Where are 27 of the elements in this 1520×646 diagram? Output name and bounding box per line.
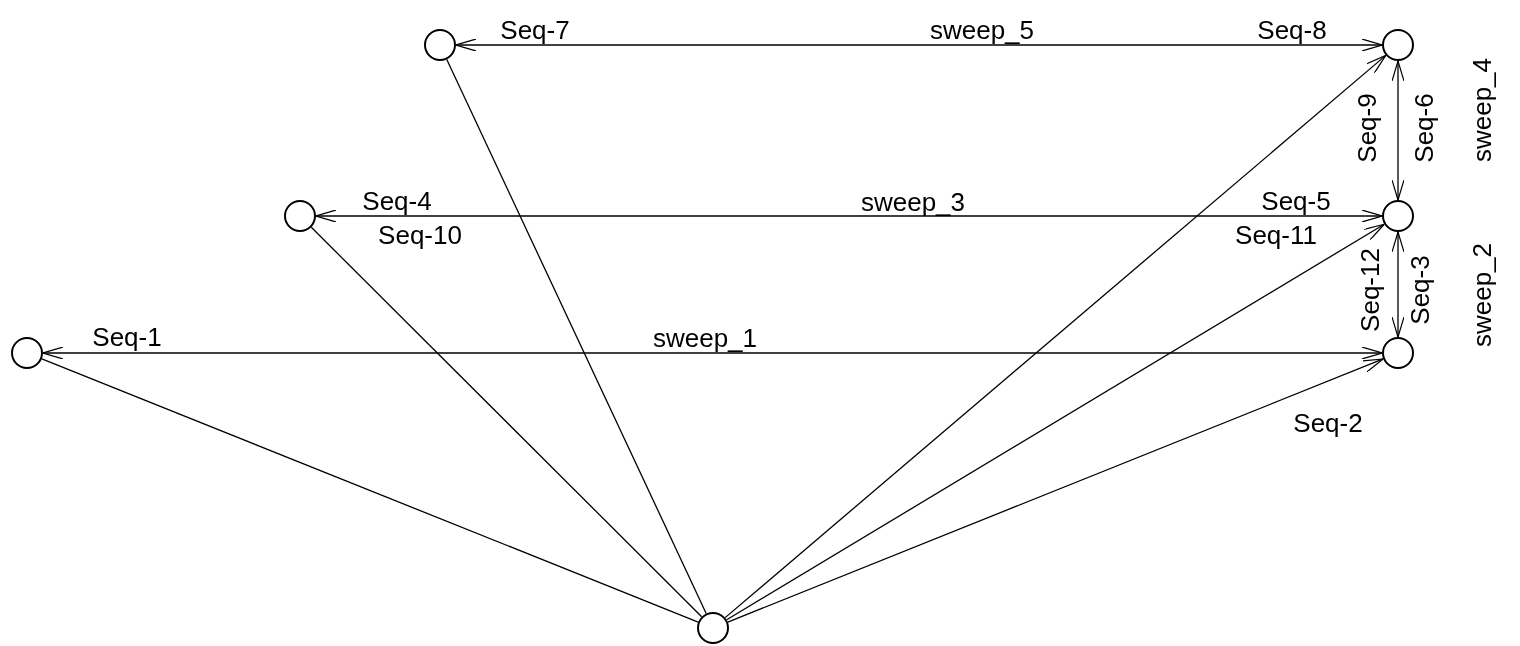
arrow: [455, 38, 1383, 52]
arrow: [1391, 231, 1405, 338]
sequence-label: Seq-6: [1411, 93, 1437, 163]
sequence-label: Seq-8: [1257, 17, 1327, 43]
node-circle: [1382, 337, 1414, 369]
sequence-label: Seq-3: [1407, 255, 1433, 325]
sequence-label: Seq-1: [92, 324, 162, 350]
sequence-label: Seq-12: [1357, 248, 1383, 332]
sequence-label: Seq-4: [362, 188, 432, 214]
arrow: [726, 223, 1385, 621]
sequence-label: Seq-5: [1261, 188, 1331, 214]
node-circle: [424, 29, 456, 61]
arrow: [727, 358, 1384, 623]
sequence-label: Seq-10: [378, 222, 462, 248]
node-circle: [284, 200, 316, 232]
node-circle: [1382, 200, 1414, 232]
sequence-label: Seq-9: [1354, 93, 1380, 163]
arrow: [42, 346, 1383, 360]
sequence-label: Seq-2: [1293, 410, 1363, 436]
arrow: [315, 209, 1383, 223]
arrow: [724, 54, 1387, 619]
sequence-label: Seq-7: [500, 17, 570, 43]
sequence-label: Seq-11: [1235, 222, 1317, 248]
node-circle: [11, 337, 43, 369]
node-circle: [697, 612, 729, 644]
arrow: [1391, 60, 1405, 201]
node-circle: [1382, 29, 1414, 61]
